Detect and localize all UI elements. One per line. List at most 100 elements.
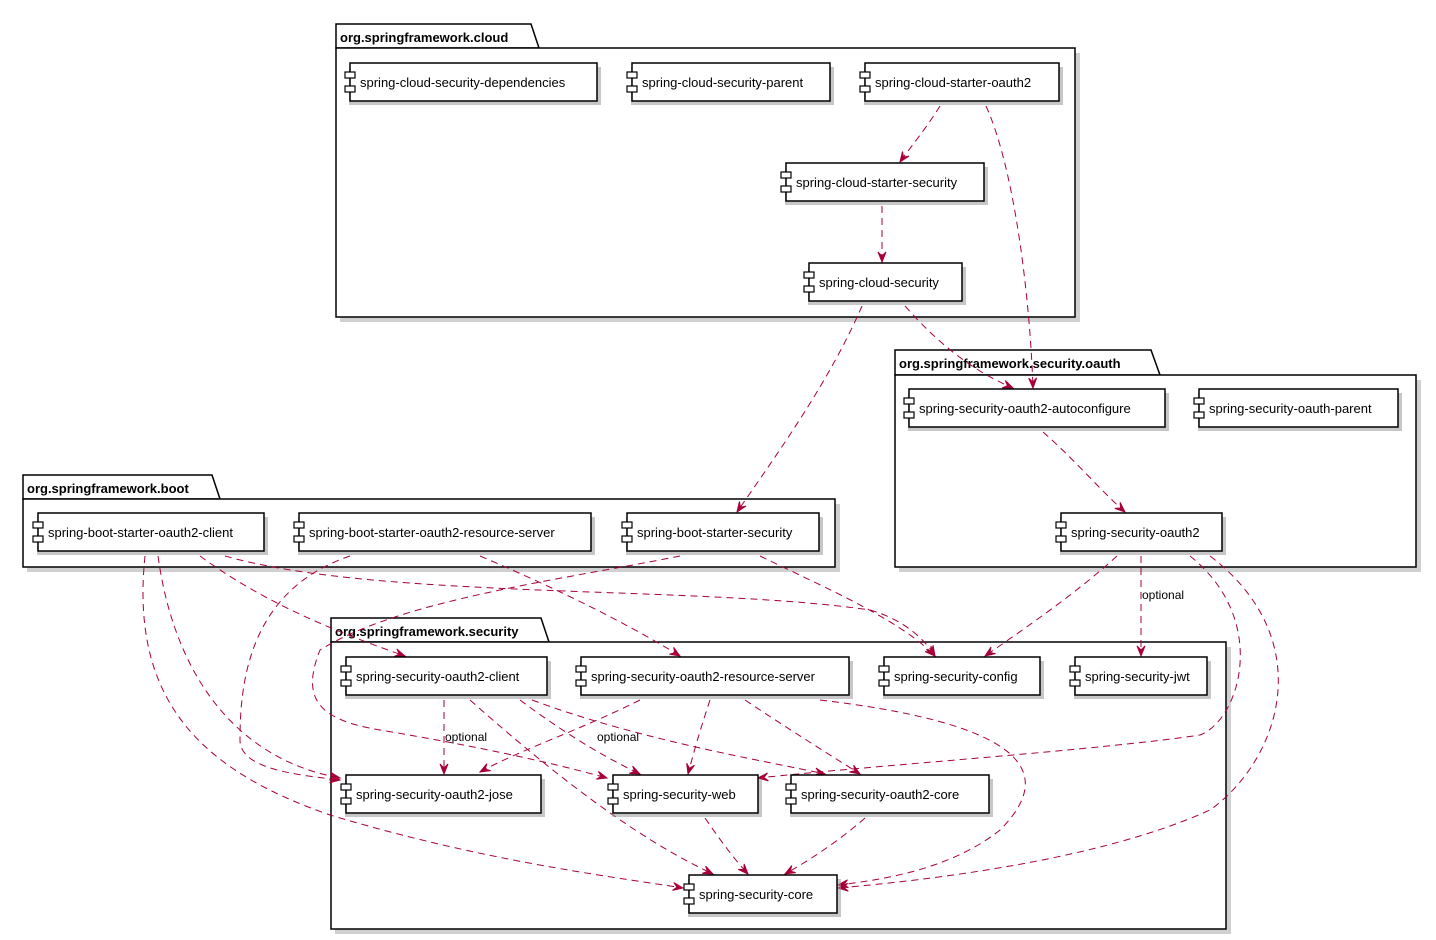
arrowhead: [783, 865, 796, 875]
component-security-oauth2-core: spring-security-oauth2-core: [785, 774, 993, 817]
component-security-oauth-parent: spring-security-oauth-parent: [1193, 388, 1402, 431]
component-boot-starter-oauth2-resource-server: spring-boot-starter-oauth2-resource-serv…: [293, 512, 595, 555]
package-title: org.springframework.boot: [27, 481, 189, 496]
component-icon: [340, 783, 352, 805]
component-security-oauth2-autoconfigure: spring-security-oauth2-autoconfigure: [903, 388, 1169, 431]
component-label: spring-security-web: [623, 787, 736, 802]
arrowhead: [836, 879, 849, 889]
component-security-jwt: spring-security-jwt: [1069, 656, 1211, 699]
dependency-boot-starter-security-to-security-config: [759, 555, 936, 657]
component-icon: [621, 521, 633, 543]
component-cloud-starter-security: spring-cloud-starter-security: [780, 162, 988, 205]
arrowhead: [756, 772, 769, 782]
arrowhead: [924, 645, 936, 657]
components: spring-cloud-security-dependencies spring…: [32, 62, 1402, 917]
arrowhead: [1136, 645, 1146, 658]
arrowhead: [983, 646, 996, 657]
dependency-boot-oauth2-client-to-oauth2-jose: [157, 555, 342, 781]
component-label: spring-security-oauth2-core: [801, 787, 959, 802]
arrowhead: [672, 882, 685, 891]
component-icon: [575, 665, 587, 687]
edge-label-optional: optional: [445, 730, 487, 744]
edge-label-optional: optional: [597, 730, 639, 744]
dependency-boot-starter-security-to-security-web: [312, 555, 681, 780]
arrowhead: [629, 765, 642, 775]
edge-label-optional: optional: [1142, 588, 1184, 602]
component-cloud-security: spring-cloud-security: [803, 262, 966, 305]
component-label: spring-cloud-starter-oauth2: [875, 75, 1031, 90]
component-label: spring-security-oauth2-client: [356, 669, 520, 684]
component-icon: [1069, 665, 1081, 687]
component-security-oauth2-resource-server: spring-security-oauth2-resource-server: [575, 656, 853, 699]
arrowhead: [736, 501, 747, 514]
component-security-core: spring-security-core: [683, 874, 841, 917]
component-icon: [344, 71, 356, 93]
component-icon: [32, 521, 44, 543]
component-label: spring-security-oauth2: [1071, 525, 1200, 540]
dependency-resource-server-to-oauth2-core: [744, 699, 862, 775]
dependency-oauth2-client-to-security-web: [519, 699, 642, 775]
component-security-oauth2-jose: spring-security-oauth2-jose: [340, 774, 545, 817]
dependency-security-web-to-security-core: [704, 817, 749, 875]
dependency-boot-resource-server-to-oauth2-jose: [239, 555, 351, 784]
arrowhead: [849, 764, 862, 775]
component-security-config: spring-security-config: [878, 656, 1044, 699]
package-title: org.springframework.security.oauth: [899, 356, 1121, 371]
arrowhead: [669, 647, 682, 657]
dependency-oauth2-core-to-security-core: [783, 817, 866, 875]
component-icon: [780, 171, 792, 193]
arrowhead: [478, 763, 491, 773]
arrowhead: [439, 763, 449, 776]
component-icon: [607, 783, 619, 805]
component-icon: [1055, 521, 1067, 543]
component-icon: [903, 397, 915, 419]
dependency-cloud-starter-security-to-cloud-security: [877, 206, 887, 264]
component-icon: [293, 521, 305, 543]
dependency-edges: [142, 105, 1279, 892]
dependency-cloud-starter-oauth2-to-oauth2-autoconfigure: [985, 105, 1038, 390]
dependency-security-oauth2-to-security-jwt: [1136, 556, 1146, 658]
dependency-oauth2-client-to-security-core: [469, 699, 715, 875]
arrowhead: [686, 763, 695, 776]
component-security-web: spring-security-web: [607, 774, 762, 817]
component-icon: [683, 883, 695, 905]
component-boot-starter-oauth2-client: spring-boot-starter-oauth2-client: [32, 512, 268, 555]
arrowhead: [1002, 380, 1015, 389]
component-icon: [1193, 397, 1205, 419]
component-cloud-security-parent: spring-cloud-security-parent: [626, 62, 834, 105]
package-title: org.springframework.cloud: [340, 30, 508, 45]
component-security-oauth2-client: spring-security-oauth2-client: [340, 656, 551, 699]
component-cloud-starter-oauth2: spring-cloud-starter-oauth2: [859, 62, 1063, 105]
component-label: spring-cloud-security: [819, 275, 939, 290]
dependency-resource-server-to-oauth2-jose: [478, 699, 641, 773]
component-icon: [626, 71, 638, 93]
component-label: spring-cloud-security-parent: [642, 75, 804, 90]
dependency-boot-oauth2-client-to-security-core: [142, 555, 685, 891]
component-label: spring-boot-starter-oauth2-client: [48, 525, 233, 540]
component-icon: [785, 783, 797, 805]
component-label: spring-cloud-security-dependencies: [360, 75, 566, 90]
dependency-boot-resource-server-to-resource-server: [479, 555, 682, 657]
component-cloud-security-dependencies: spring-cloud-security-dependencies: [344, 62, 601, 105]
dependency-cloud-security-to-oauth2-autoconfigure: [904, 305, 1015, 389]
component-label: spring-boot-starter-security: [637, 525, 793, 540]
component-boot-starter-security: spring-boot-starter-security: [621, 512, 823, 555]
dependency-security-oauth2-to-security-web: [756, 555, 1241, 782]
component-label: spring-security-oauth2-jose: [356, 787, 513, 802]
component-label: spring-boot-starter-oauth2-resource-serv…: [309, 525, 555, 540]
dependency-cloud-starter-oauth2-to-cloud-starter-security: [899, 105, 941, 164]
arrowhead: [329, 774, 342, 784]
component-label: spring-security-oauth2-autoconfigure: [919, 401, 1131, 416]
component-label: spring-cloud-starter-security: [796, 175, 958, 190]
arrowhead: [596, 771, 609, 780]
component-label: spring-security-oauth2-resource-server: [591, 669, 816, 684]
arrowhead: [877, 251, 887, 264]
dependency-oauth2-client-to-oauth2-jose: [439, 700, 449, 776]
component-icon: [859, 71, 871, 93]
component-label: spring-security-oauth-parent: [1209, 401, 1372, 416]
arrowhead: [738, 863, 749, 875]
arrowhead: [1028, 377, 1038, 390]
dependency-security-oauth2-to-security-config: [983, 555, 1118, 657]
component-label: spring-security-jwt: [1085, 669, 1190, 684]
